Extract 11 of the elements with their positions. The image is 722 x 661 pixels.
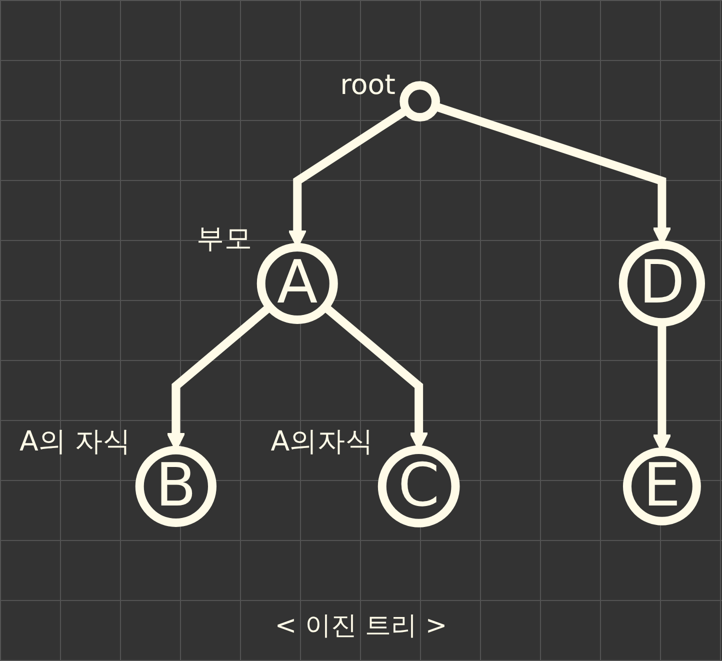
- caption: < 이진 트리 >: [274, 611, 448, 641]
- node-circle: D: [618, 240, 706, 327]
- node-circle: [400, 82, 440, 122]
- node-circle: C: [378, 446, 460, 528]
- node-circle: A: [256, 243, 338, 324]
- node-circle: E: [622, 448, 701, 526]
- node-circle: B: [135, 446, 216, 528]
- node-caption: 부모: [196, 222, 253, 255]
- node-caption: A의자식: [270, 424, 374, 458]
- node-caption: root: [340, 68, 396, 102]
- node-caption: A의 자식: [19, 424, 132, 458]
